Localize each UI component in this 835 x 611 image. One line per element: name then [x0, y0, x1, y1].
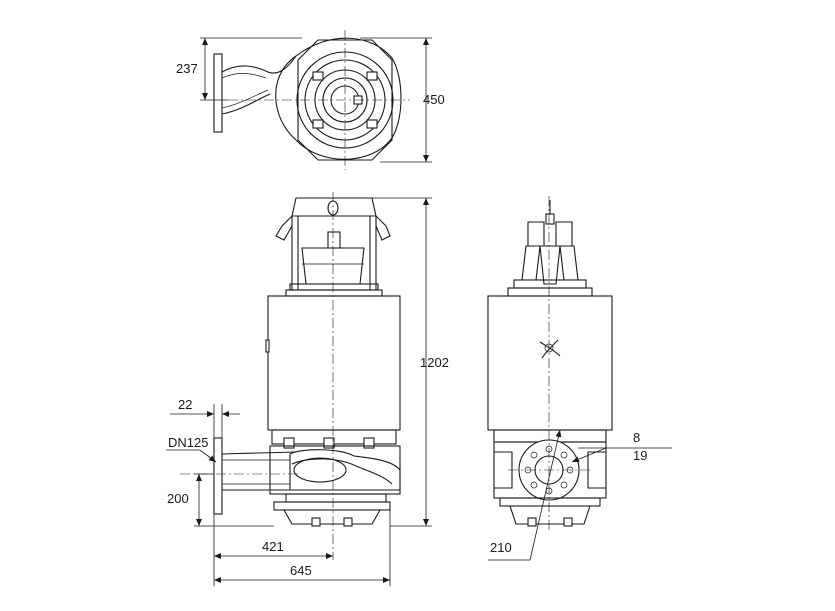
dim-237-label: 237 — [176, 61, 198, 76]
dim-645-label: 645 — [290, 563, 312, 578]
dim-1202-group: 1202 — [340, 197, 449, 527]
dim-450-group: 450 — [360, 37, 445, 163]
dim-8-19-group: 8 19 — [571, 430, 672, 463]
dim-19-label: 19 — [633, 448, 647, 463]
top-pipe-upper — [221, 55, 297, 74]
front-discharge-flange — [213, 437, 223, 515]
dim-dn125-group: DN125 — [166, 435, 217, 463]
dim-dn125-label: DN125 — [168, 435, 208, 450]
dim-421-label: 421 — [262, 539, 284, 554]
brand-logo — [539, 339, 561, 359]
dim-200-label: 200 — [167, 491, 189, 506]
dim-200-group: 200 — [167, 473, 274, 527]
dim-1202-label: 1202 — [420, 355, 449, 370]
dim-210-label: 210 — [490, 540, 512, 555]
top-discharge-flange — [213, 53, 223, 133]
top-view — [213, 30, 410, 170]
dim-450-label: 450 — [423, 92, 445, 107]
front-view — [180, 192, 401, 560]
side-motor-housing — [487, 295, 613, 431]
dim-645-group: 645 — [214, 510, 391, 586]
dim-210-group: 210 — [488, 429, 562, 561]
side-view — [487, 196, 613, 530]
dim-22-label: 22 — [178, 397, 192, 412]
top-pipe-lower — [221, 93, 271, 115]
dim-22-group: 22 — [170, 397, 240, 438]
top-volute — [275, 37, 402, 160]
dim-237-group: 237 — [176, 37, 302, 101]
dim-8-label: 8 — [633, 430, 640, 445]
top-frame — [297, 39, 393, 161]
front-motor-housing — [267, 295, 401, 431]
dim-421-group: 421 — [213, 514, 333, 586]
